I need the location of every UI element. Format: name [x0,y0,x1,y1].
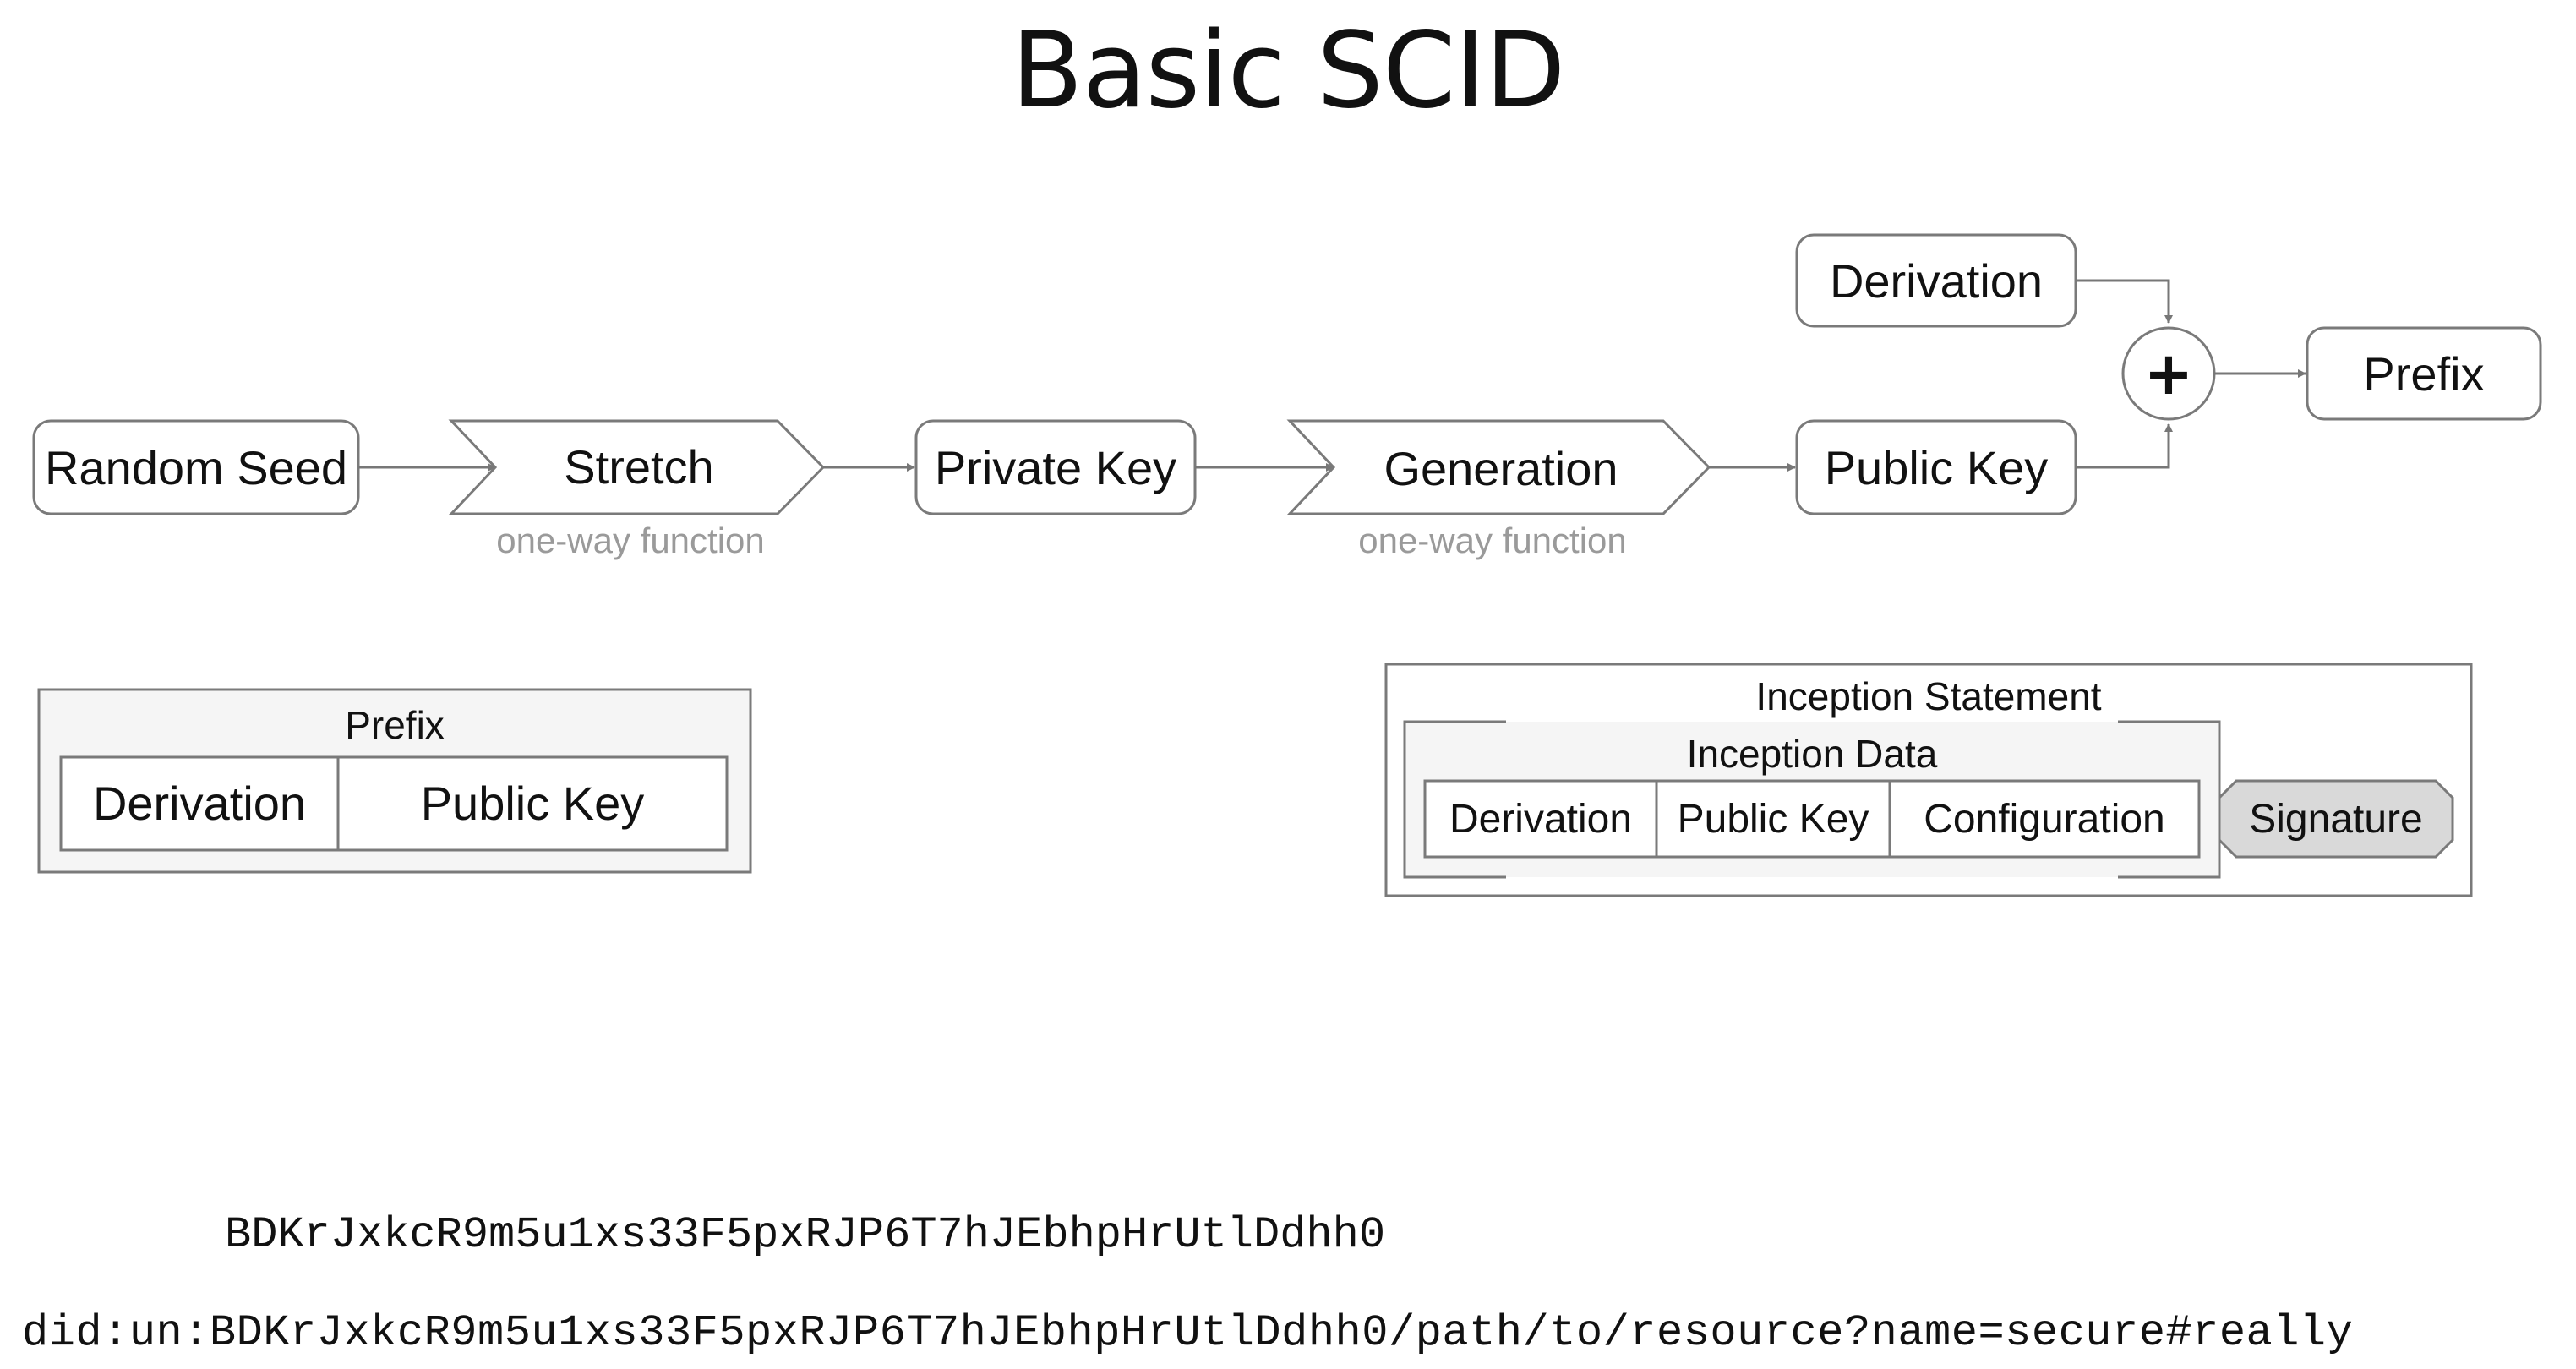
node-private-key: Private Key [914,419,1197,515]
node-derivation-label: Derivation [1830,254,2043,308]
plus-icon: + [2144,339,2194,408]
node-generation-label: Generation [1384,442,1618,495]
plus-operator: + [2121,326,2216,421]
arrow-derivation-to-plus [2076,279,2173,324]
arrow-public-to-plus [2076,423,2173,469]
inception-field-configuration: Configuration [1924,797,2165,842]
signature-block: Signature [2218,779,2454,859]
node-random-seed-label: Random Seed [45,441,347,494]
prefix-field-public-key: Public Key [421,777,645,830]
page-title: Basic SCID [1011,10,1565,132]
inception-statement-title: Inception Statement [1755,674,2101,718]
prefix-field-derivation: Derivation [93,777,306,830]
did-example: did:un:BDKrJxkcR9m5u1xs33F5pxRJP6T7hJEbh… [22,1308,2354,1358]
node-derivation: Derivation [1795,233,2077,328]
node-prefix-label: Prefix [2363,347,2484,401]
inception-field-public-key: Public Key [1678,797,1869,842]
generation-note: one-way function [1358,521,1627,560]
inception-field-derivation: Derivation [1449,797,1632,842]
node-stretch: Stretch [448,419,826,515]
node-public-key: Public Key [1795,419,2077,515]
stretch-note: one-way function [496,521,765,560]
inception-data: Inception Data Derivation Public Key Con… [1403,720,2221,879]
node-generation: Generation [1286,419,1711,515]
prefix-example: BDKrJxkcR9m5u1xs33F5pxRJP6T7hJEbhpHrUtlD… [225,1210,1386,1260]
prefix-structure: Prefix Derivation Public Key [37,688,752,874]
node-private-key-label: Private Key [935,441,1176,494]
inception-data-title: Inception Data [1687,732,1938,776]
prefix-structure-title: Prefix [345,703,445,747]
signature-label: Signature [2249,797,2422,842]
node-public-key-label: Public Key [1825,441,2049,494]
inception-statement: Inception Statement Inception Data Deriv… [1384,663,2473,897]
node-stretch-label: Stretch [564,440,713,494]
node-prefix: Prefix [2306,326,2542,421]
node-random-seed: Random Seed [32,419,360,515]
